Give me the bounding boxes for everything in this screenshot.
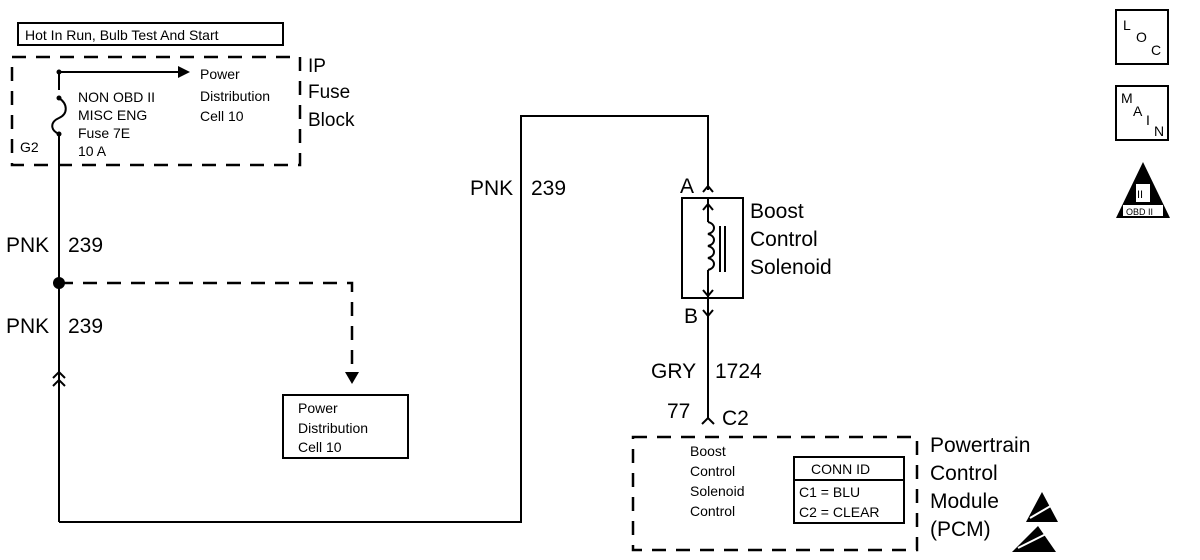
svg-text:M: M (1121, 90, 1133, 106)
power-distribution-box: Power Distribution Cell 10 (282, 394, 409, 459)
fuse-block-label-1: IP (308, 56, 326, 77)
pcm-label-4: (PCM) (930, 518, 991, 541)
pcm-label-1: Powertrain (930, 434, 1030, 457)
coil-icon (707, 221, 715, 271)
g-label: G2 (20, 139, 39, 155)
solenoid-label-2: Control (750, 228, 818, 251)
loop-wire (59, 115, 709, 523)
arrow-target-line-2: Distribution (200, 88, 270, 104)
main-icon[interactable]: M A I N (1115, 85, 1169, 141)
wire-num-middle: 239 (531, 177, 566, 200)
loc-icon[interactable]: L O C (1115, 9, 1169, 65)
pcm-function-4: Control (690, 503, 735, 519)
wire-label-lower-left: PNK (6, 315, 49, 338)
wire-label-upper-left: PNK (6, 234, 49, 257)
arrow-right-icon (178, 66, 190, 78)
solenoid-label-3: Solenoid (750, 256, 832, 279)
pcm-function-3: Solenoid (690, 483, 745, 499)
pd-line-2: Distribution (298, 420, 368, 436)
conn-id-table: CONN ID C1 = BLU C2 = CLEAR (793, 456, 905, 524)
boost-control-solenoid: A Boost Control Solenoid B (680, 175, 832, 328)
esd-warning-icon (1026, 492, 1058, 522)
solenoid-label-1: Boost (750, 200, 804, 223)
fuse-line-4: 10 A (78, 143, 107, 159)
conn-id-row-2: C2 = CLEAR (799, 504, 880, 520)
terminal-b: B (684, 305, 698, 328)
svg-text:I: I (1146, 112, 1150, 128)
conn-id-title: CONN ID (811, 461, 870, 477)
fuse-line-1: NON OBD II (78, 89, 155, 105)
arrow-target-line-1: Power (200, 66, 240, 82)
terminal-a: A (680, 175, 694, 198)
pcm-module: Boost Control Solenoid Control CONN ID C… (631, 434, 1058, 552)
fuse-line-2: MISC ENG (78, 107, 147, 123)
conn-id-row-1: C1 = BLU (799, 484, 860, 500)
svg-text:C: C (1151, 42, 1161, 58)
header-text: Hot In Run, Bulb Test And Start (25, 27, 219, 43)
svg-text:OBD II: OBD II (1126, 207, 1153, 217)
svg-text:O: O (1136, 29, 1147, 45)
esd-warning-icon-2 (1012, 526, 1056, 552)
svg-text:A: A (1133, 103, 1143, 119)
wire-label-middle: PNK (470, 177, 513, 200)
fuse-block-label-2: Fuse (308, 82, 350, 103)
pcm-connector: C2 (722, 407, 749, 430)
pd-line-1: Power (298, 400, 338, 416)
fuse-block: IP Fuse Block Power Distribution Cell 10… (10, 55, 355, 170)
fuse-symbol (51, 97, 67, 135)
pcm-pin: 77 (667, 400, 690, 423)
connector-chevron (52, 370, 66, 379)
pcm-function-2: Control (690, 463, 735, 479)
wire-num-upper-left: 239 (68, 234, 103, 257)
svg-text:L: L (1123, 17, 1131, 33)
arrow-target-line-3: Cell 10 (200, 108, 244, 124)
pd-line-3: Cell 10 (298, 439, 342, 455)
svg-text:II: II (1137, 189, 1143, 201)
wire-num-gry: 1724 (715, 360, 762, 383)
pcm-label-2: Control (930, 462, 998, 485)
header-box: Hot In Run, Bulb Test And Start (17, 22, 284, 46)
svg-text:N: N (1154, 123, 1164, 139)
wire-label-gry: GRY (651, 360, 696, 383)
pcm-label-3: Module (930, 490, 999, 513)
arrow-down-icon (345, 372, 359, 384)
obd-ii-icon[interactable]: II OBD II (1116, 162, 1170, 218)
branch-dashed-wire (59, 281, 354, 372)
fuse-block-label-3: Block (308, 110, 355, 131)
fuse-line-3: Fuse 7E (78, 125, 130, 141)
wire-num-lower-left: 239 (68, 315, 103, 338)
pcm-function-1: Boost (690, 443, 726, 459)
